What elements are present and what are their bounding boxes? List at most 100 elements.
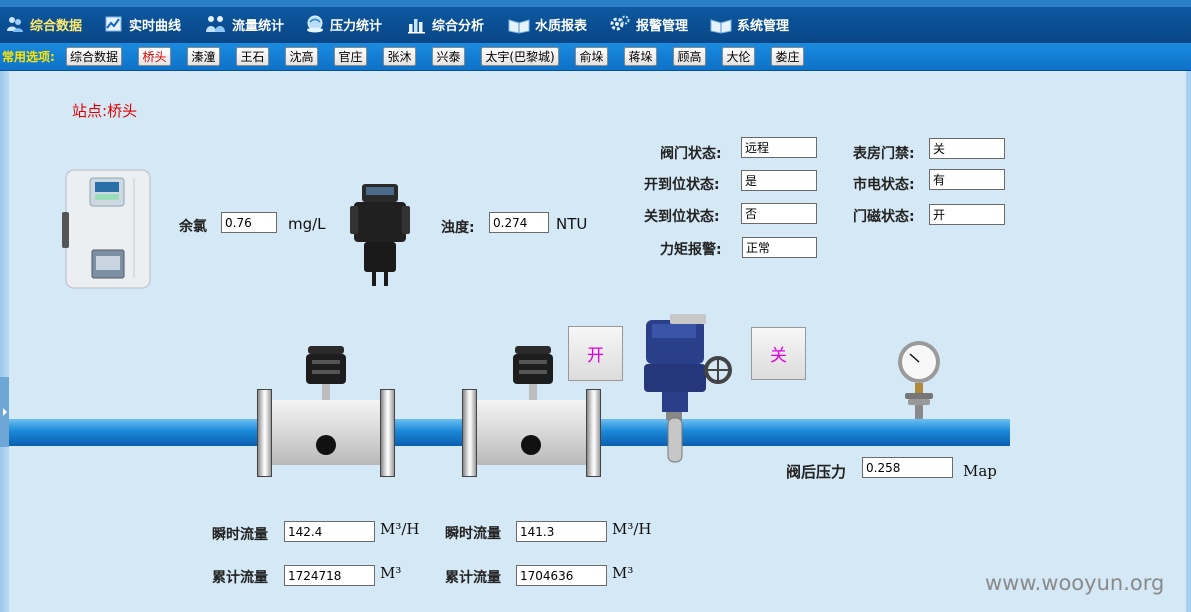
station-title: 站点:桥头 bbox=[72, 100, 137, 121]
open-position-field[interactable] bbox=[741, 170, 817, 191]
option-button[interactable]: 溱潼 bbox=[187, 47, 220, 66]
menu-label: 压力统计 bbox=[330, 18, 383, 34]
watermark: www.wooyun.org bbox=[985, 571, 1165, 595]
menu-item-flow-stats[interactable]: 流量统计 bbox=[205, 12, 284, 36]
meter2-total-flow-field[interactable] bbox=[516, 565, 607, 586]
flow-meter-flange bbox=[462, 389, 477, 477]
menu-label: 水质报表 bbox=[535, 18, 588, 34]
people-icon bbox=[206, 16, 225, 32]
menu-item-alarm-management[interactable]: 报警管理 bbox=[609, 12, 688, 36]
open-position-label: 开到位状态: bbox=[644, 177, 720, 193]
turbidity-label: 浊度: bbox=[441, 220, 475, 236]
bar-chart-icon bbox=[408, 19, 425, 34]
flow-meter-flange bbox=[380, 389, 395, 477]
chart-icon bbox=[105, 16, 122, 32]
chlorine-value-field[interactable] bbox=[221, 212, 277, 233]
option-button[interactable]: 兴泰 bbox=[432, 47, 465, 66]
option-button[interactable]: 张沐 bbox=[383, 47, 416, 66]
book-icon bbox=[710, 19, 732, 34]
pressure-label: 阀后压力 bbox=[786, 463, 847, 481]
turbidity-sensor-icon bbox=[350, 184, 410, 286]
flow-meter-body bbox=[270, 400, 382, 465]
settings-icon bbox=[610, 15, 630, 31]
pressure-value-field[interactable] bbox=[862, 457, 953, 478]
option-button[interactable]: 大伦 bbox=[722, 47, 755, 66]
close-position-field[interactable] bbox=[741, 203, 817, 224]
chevron-right-icon bbox=[3, 408, 7, 416]
sidebar-toggle[interactable] bbox=[0, 377, 9, 447]
flow-sensor-head-icon bbox=[513, 346, 553, 400]
flow-meter-port bbox=[521, 435, 541, 455]
torque-alarm-field[interactable] bbox=[742, 237, 817, 258]
chlorine-label: 余氯 bbox=[179, 219, 207, 235]
flow-meter-flange bbox=[257, 389, 272, 477]
meter2-inst-flow-label: 瞬时流量 bbox=[445, 526, 501, 542]
meter2-total-flow-unit: M³ bbox=[612, 564, 634, 582]
flow-sensor-head-icon bbox=[306, 346, 346, 400]
book-icon bbox=[508, 19, 530, 34]
flow-meter-flange bbox=[586, 389, 601, 477]
menu-item-analysis[interactable]: 综合分析 bbox=[407, 12, 484, 36]
menu-label: 综合数据 bbox=[30, 18, 83, 34]
meter2-total-flow-label: 累计流量 bbox=[445, 570, 501, 586]
option-button[interactable]: 顾高 bbox=[673, 47, 706, 66]
valve-status-field[interactable] bbox=[741, 137, 817, 158]
mains-power-field[interactable] bbox=[929, 169, 1005, 190]
valve-close-button[interactable]: 关 bbox=[751, 327, 806, 380]
menu-label: 流量统计 bbox=[232, 18, 285, 34]
option-button[interactable]: 王石 bbox=[236, 47, 269, 66]
menu-item-realtime-curve[interactable]: 实时曲线 bbox=[104, 12, 181, 36]
menu-label: 系统管理 bbox=[737, 18, 790, 34]
meter1-inst-flow-field[interactable] bbox=[284, 521, 375, 542]
menu-label: 综合分析 bbox=[432, 18, 485, 34]
option-button[interactable]: 官庄 bbox=[334, 47, 367, 66]
room-door-field[interactable] bbox=[929, 138, 1005, 159]
option-button[interactable]: 蒋垛 bbox=[624, 47, 657, 66]
door-magnet-field[interactable] bbox=[929, 204, 1005, 225]
door-magnet-label: 门磁状态: bbox=[853, 209, 915, 225]
close-position-label: 关到位状态: bbox=[644, 209, 720, 225]
quick-options-bar: 常用选项: 综合数据 桥头 溱潼 王石 沈高 官庄 张沐 兴泰 太宇(巴黎城) … bbox=[0, 43, 1191, 71]
users-icon bbox=[7, 17, 23, 32]
chlorine-unit: mg/L bbox=[288, 215, 326, 233]
meter1-total-flow-unit: M³ bbox=[380, 564, 402, 582]
pressure-gauge-icon bbox=[898, 341, 940, 419]
option-button[interactable]: 俞垛 bbox=[575, 47, 608, 66]
torque-alarm-label: 力矩报警: bbox=[660, 242, 722, 258]
menu-item-system-management[interactable]: 系统管理 bbox=[710, 12, 789, 36]
chlorine-analyzer-icon bbox=[62, 169, 151, 289]
flow-meter-body bbox=[476, 400, 588, 465]
menu-label: 实时曲线 bbox=[129, 18, 182, 34]
right-side-strip bbox=[1186, 71, 1191, 612]
turbidity-unit: NTU bbox=[556, 215, 588, 233]
option-button[interactable]: 综合数据 bbox=[66, 47, 122, 66]
option-button[interactable]: 娄庄 bbox=[771, 47, 804, 66]
globe-icon bbox=[307, 15, 323, 33]
electric-valve-icon bbox=[644, 314, 732, 463]
menu-label: 报警管理 bbox=[636, 18, 689, 34]
top-strip bbox=[0, 0, 1191, 7]
meter1-total-flow-label: 累计流量 bbox=[212, 570, 268, 586]
turbidity-value-field[interactable] bbox=[489, 212, 549, 233]
quick-options-label: 常用选项: bbox=[2, 50, 55, 64]
meter1-inst-flow-unit: M³/H bbox=[380, 520, 420, 538]
meter1-inst-flow-label: 瞬时流量 bbox=[212, 527, 268, 543]
flow-meter-port bbox=[316, 435, 336, 455]
option-button-selected[interactable]: 桥头 bbox=[138, 47, 171, 66]
station-prefix: 站点: bbox=[72, 102, 108, 120]
left-side-strip bbox=[0, 71, 9, 612]
menu-item-water-quality-report[interactable]: 水质报表 bbox=[508, 12, 587, 36]
top-menu-bar: 综合数据 实时曲线 流量统计 压力统计 综合分析 bbox=[0, 0, 1191, 44]
option-button[interactable]: 沈高 bbox=[285, 47, 318, 66]
menu-item-comprehensive-data[interactable]: 综合数据 bbox=[5, 12, 82, 36]
meter1-total-flow-field[interactable] bbox=[284, 565, 375, 586]
station-name: 桥头 bbox=[107, 102, 138, 120]
mains-power-label: 市电状态: bbox=[853, 177, 915, 193]
meter2-inst-flow-field[interactable] bbox=[516, 521, 607, 542]
meter2-inst-flow-unit: M³/H bbox=[612, 520, 652, 538]
menu-item-pressure-stats[interactable]: 压力统计 bbox=[305, 12, 382, 36]
pressure-unit: Map bbox=[963, 462, 997, 480]
option-button[interactable]: 太宇(巴黎城) bbox=[481, 47, 559, 66]
valve-status-label: 阀门状态: bbox=[660, 146, 722, 162]
valve-open-button[interactable]: 开 bbox=[568, 326, 623, 381]
